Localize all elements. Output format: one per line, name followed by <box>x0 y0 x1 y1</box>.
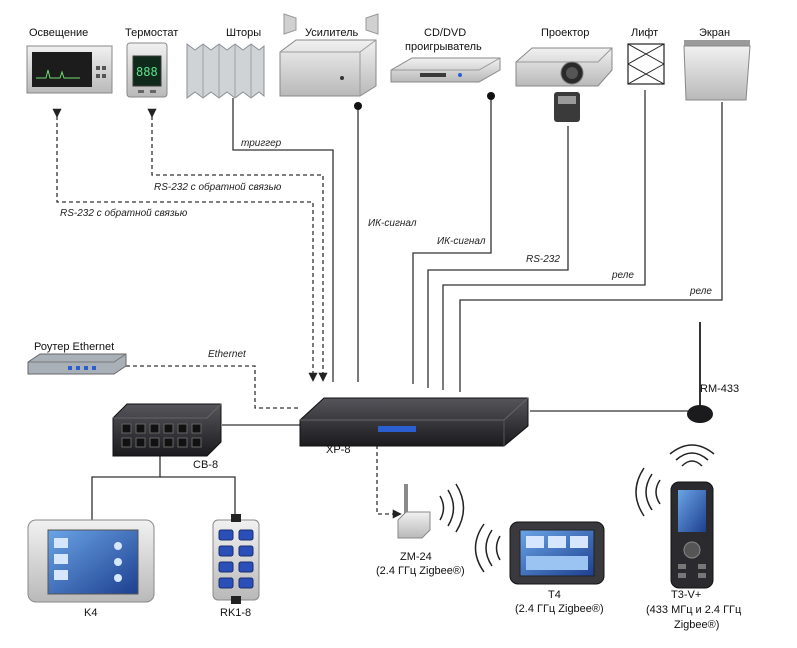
zm24-signal-icon <box>439 495 445 521</box>
amplifier-label: Усилитель <box>305 27 359 39</box>
k4-label: K4 <box>84 607 97 619</box>
cb8-box-icon <box>112 403 222 457</box>
device-labels: Освещение Термостат Шторы Усилитель CD/D… <box>29 27 742 631</box>
lift-label: Лифт <box>631 27 658 39</box>
cb8-label: CB-8 <box>193 459 218 471</box>
t3v-remote-icon <box>635 444 715 589</box>
lighting-label: Освещение <box>29 27 88 39</box>
zm24-label-1: ZM-24 <box>400 551 432 563</box>
zm24-label-2: (2.4 ГГц Zigbee®) <box>376 565 465 577</box>
screen-label: Экран <box>699 27 730 39</box>
rk18-keypad-icon <box>212 514 260 604</box>
t4-signal-icon <box>495 535 501 561</box>
ir-dvd-wire <box>412 96 492 384</box>
connection-labels: триггер RS-232 с обратной связью RS-232 … <box>60 138 712 360</box>
ethernet-wire <box>126 365 300 409</box>
rs232-fb-lighting-label: RS-232 с обратной связью <box>60 207 188 219</box>
relay-lift-wire <box>442 90 646 390</box>
rk18-label: RK1-8 <box>220 607 251 619</box>
xp8-display <box>378 426 416 432</box>
projector-icon <box>515 47 613 122</box>
rm433-antenna-icon <box>687 322 713 423</box>
t3v-label-2: (433 МГц и 2.4 ГГц <box>646 604 742 616</box>
relay-screen-wire <box>459 102 723 392</box>
cb8-rk18-wire <box>160 476 236 518</box>
t3v-signal-side-icon <box>655 479 661 505</box>
ir-emitter-dvd <box>487 92 495 100</box>
rs232-thermostat-wire <box>147 108 328 382</box>
cd-dvd-player-icon <box>390 57 501 83</box>
cb8-k4-wire <box>91 456 161 520</box>
xp8-zm24-wire <box>372 437 402 519</box>
trigger-wire <box>232 98 334 382</box>
speaker-left-icon <box>283 13 297 35</box>
svg-text:888: 888 <box>136 65 158 79</box>
xp8-controller-icon <box>299 397 529 447</box>
cd-dvd-label-2: проигрыватель <box>405 41 482 53</box>
curtains-label: Шторы <box>226 27 261 39</box>
speaker-right-icon <box>365 13 379 35</box>
trigger-label: триггер <box>241 138 282 149</box>
cd-dvd-label-1: CD/DVD <box>424 27 466 39</box>
t4-label-1: T4 <box>548 589 561 601</box>
t3v-label-1: T3-V+ <box>671 589 701 601</box>
router-label: Роутер Ethernet <box>34 341 114 353</box>
t4-label-2: (2.4 ГГц Zigbee®) <box>515 603 604 615</box>
rs232-fb-thermostat-label: RS-232 с обратной связью <box>154 181 282 193</box>
rm433-label: RM-433 <box>700 383 739 395</box>
rs232-projector-label: RS-232 <box>526 254 560 265</box>
ethernet-label: Ethernet <box>208 349 247 360</box>
projector-label: Проектор <box>541 27 589 39</box>
amplifier-icon <box>279 13 379 97</box>
router-icon <box>27 353 127 375</box>
rs232-projector-wire <box>427 126 569 388</box>
ir-emitter-amp <box>354 102 362 110</box>
thermostat-label: Термостат <box>125 27 178 39</box>
curtains-icon <box>186 43 265 99</box>
lift-icon <box>627 43 665 85</box>
thermostat-icon: 888 <box>126 42 168 98</box>
relay-lift-label: реле <box>611 270 634 281</box>
ir-dvd-label: ИК-сигнал <box>437 236 486 247</box>
projection-screen-icon <box>683 40 751 101</box>
ir-amp-label: ИК-сигнал <box>368 218 417 229</box>
lighting-panel-icon <box>26 45 113 94</box>
t4-touch-panel-icon <box>474 521 605 585</box>
zm24-transceiver-icon <box>397 483 465 539</box>
t3v-signal-top-icon <box>681 460 703 467</box>
relay-screen-label: реле <box>689 286 712 297</box>
t3v-label-3: Zigbee®) <box>674 619 719 631</box>
k4-touch-panel-icon <box>27 519 155 603</box>
xp8-label: XP-8 <box>326 444 350 456</box>
wires <box>52 90 723 520</box>
